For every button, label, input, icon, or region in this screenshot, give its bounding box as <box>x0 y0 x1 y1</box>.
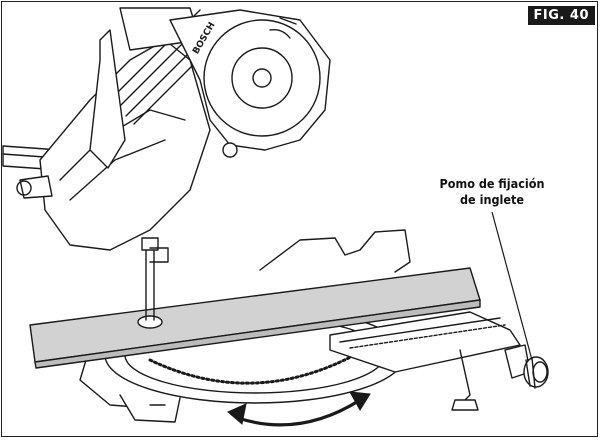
blade-guard <box>169 9 331 151</box>
saw-motor-housing <box>39 39 211 251</box>
saw-handle <box>89 29 126 169</box>
callout-leader-line <box>491 211 533 361</box>
double-arrow-icon <box>227 391 371 427</box>
miter-scale <box>148 350 362 385</box>
fence <box>259 229 411 273</box>
miter-lock-knob <box>504 344 549 389</box>
callout-line-1: Pomo de fijación <box>439 176 545 191</box>
callout-line-2: de inglete <box>460 192 524 207</box>
vertical-clamp <box>137 237 169 329</box>
extension-arm <box>329 311 521 373</box>
miter-lock-knob-label: Pomo de fijación de inglete <box>428 176 556 208</box>
figure-number-badge: FIG. 40 <box>527 6 595 25</box>
slide-rails <box>109 9 225 125</box>
